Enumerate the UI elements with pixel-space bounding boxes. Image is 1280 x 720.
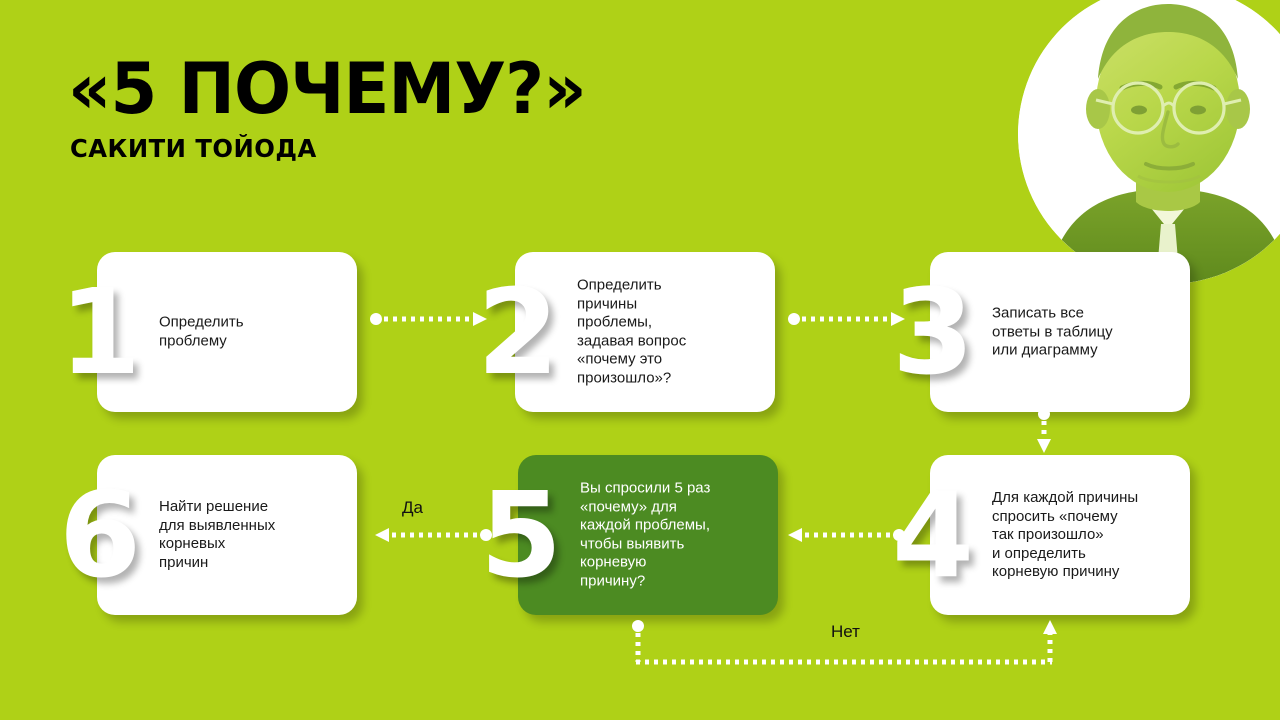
page-title: «5 ПОЧЕМУ?» [68, 48, 587, 130]
connector-step3-to-step4 [1035, 408, 1053, 454]
step-number-3: 3 [892, 263, 975, 401]
step-box-5[interactable]: 5 Вы спросили 5 раз «почему» для каждой … [480, 455, 778, 615]
step-text-3: Записать все ответы в таблицу или диагра… [992, 304, 1113, 359]
step-number-6: 6 [59, 466, 142, 604]
step-number-4: 4 [892, 466, 975, 604]
step-text-5: Вы спросили 5 раз «почему» для каждой пр… [580, 479, 711, 590]
step-box-4[interactable]: 4 Для каждой причины спросить «почему та… [892, 455, 1190, 615]
step-number-5: 5 [480, 466, 563, 604]
step-text-1: Определить проблему [159, 313, 244, 350]
step-text-4: Для каждой причины спросить «почему так … [992, 488, 1139, 580]
connector-step5-to-step6-yes [372, 526, 492, 544]
step-box-2[interactable]: 2 Определить причины проблемы, задавая в… [477, 252, 775, 412]
page-subtitle: САКИТИ ТОЙОДА [70, 134, 317, 163]
step-number-2: 2 [477, 263, 560, 401]
connector-step5-to-step4-no [628, 618, 1068, 674]
portrait-circle [1018, 0, 1280, 284]
header-block: «5 ПОЧЕМУ?» САКИТИ ТОЙОДА [68, 52, 607, 164]
connector-label-yes: Да [402, 498, 423, 517]
step-box-3[interactable]: 3 Записать все ответы в таблицу или диаг… [892, 252, 1190, 412]
connector-step2-to-step3 [788, 310, 908, 328]
step-box-1[interactable]: 1 Определить проблему [59, 252, 357, 412]
portrait-photo [1018, 0, 1280, 284]
step-text-2: Определить причины проблемы, задавая воп… [577, 276, 687, 387]
connector-step1-to-step2 [370, 310, 490, 328]
step-box-6[interactable]: 6 Найти решение для выявленных корневых … [59, 455, 357, 615]
connector-label-no: Нет [831, 622, 860, 641]
connector-step4-to-step5 [785, 526, 905, 544]
step-text-6: Найти решение для выявленных корневых пр… [159, 498, 276, 571]
step-number-1: 1 [59, 263, 142, 401]
